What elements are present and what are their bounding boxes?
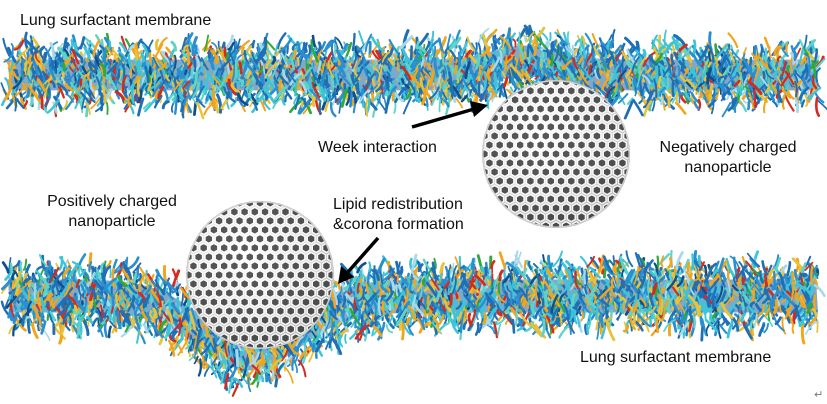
weak-interaction-arrow <box>411 101 488 129</box>
negative-nanoparticle-label-line2: nanoparticle <box>684 159 772 176</box>
lipid-redistribution-label-line2: &corona formation <box>333 216 464 233</box>
bottom-lipid-membrane <box>0 249 826 397</box>
lipid-redistribution-label-line1: Lipid redistribution <box>333 196 463 213</box>
lipid-redistribution-arrow <box>338 236 380 284</box>
top-lipid-membrane <box>0 24 827 121</box>
bottom-membrane-label: Lung surfactant membrane <box>580 349 772 366</box>
top-membrane-label: Lung surfactant membrane <box>20 12 212 29</box>
negative-nanoparticle-label-line1: Negatively charged <box>659 139 797 156</box>
positive-nanoparticle-label-line1: Positively charged <box>47 193 177 210</box>
lipid-redistribution-label: Lipid redistribution &corona formation <box>333 195 464 235</box>
positive-nanoparticle-label-line2: nanoparticle <box>68 213 156 230</box>
weak-interaction-label: Week interaction <box>318 139 437 156</box>
positive-nanoparticle-label: Positively charged nanoparticle <box>30 192 194 232</box>
positively-charged-nanoparticle <box>186 201 334 349</box>
negative-nanoparticle-label: Negatively charged nanoparticle <box>640 138 816 178</box>
return-mark-icon: ↵ <box>814 388 824 401</box>
negatively-charged-nanoparticle <box>482 80 630 228</box>
